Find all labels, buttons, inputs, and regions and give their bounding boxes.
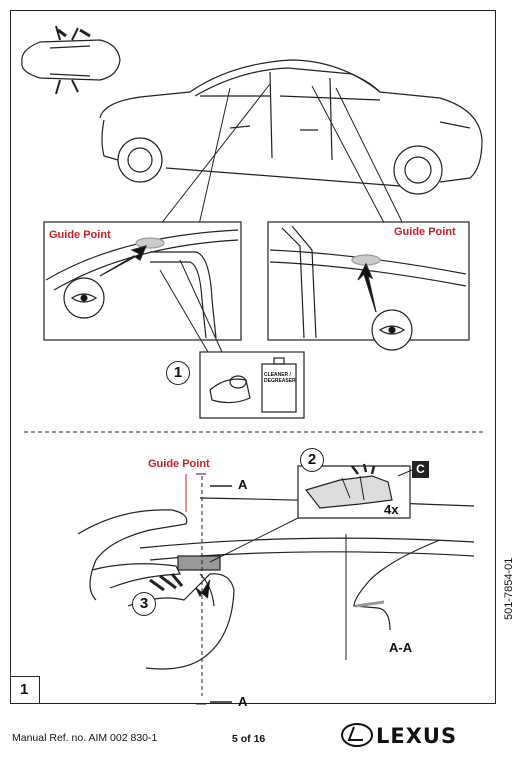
- guide-point-label-right: Guide Point: [394, 226, 456, 238]
- step-3-badge: 3: [132, 592, 156, 616]
- quantity-label: 4x: [384, 502, 398, 517]
- top-view-car-icon: [22, 26, 120, 94]
- figure-number: 1: [20, 681, 28, 698]
- part-c-label: C: [412, 461, 429, 478]
- application-scene: [78, 498, 474, 669]
- lexus-logo-icon: [340, 722, 374, 748]
- guide-point-label-left: Guide Point: [49, 229, 111, 241]
- section-a-bottom-label: A: [238, 694, 247, 709]
- section-a-top-label: A: [238, 477, 247, 492]
- right-detail-box: [268, 222, 469, 350]
- document-code: 501-7854-01: [503, 558, 515, 620]
- step-2-badge: 2: [300, 448, 324, 472]
- step-1-badge: 1: [166, 361, 190, 385]
- guide-point-label-bottom: Guide Point: [148, 458, 210, 470]
- cleaning-step-box: [200, 352, 304, 418]
- brand-name: LEXUS: [376, 724, 457, 748]
- manual-reference: Manual Ref. no. AIM 002 830-1: [12, 732, 157, 744]
- page-number: 5 of 16: [232, 733, 265, 745]
- car-side-view-icon: [100, 60, 482, 194]
- section-a-a-label: A-A: [389, 640, 412, 655]
- cleaner-can-label: CLEANER / DEGREASER: [264, 372, 294, 384]
